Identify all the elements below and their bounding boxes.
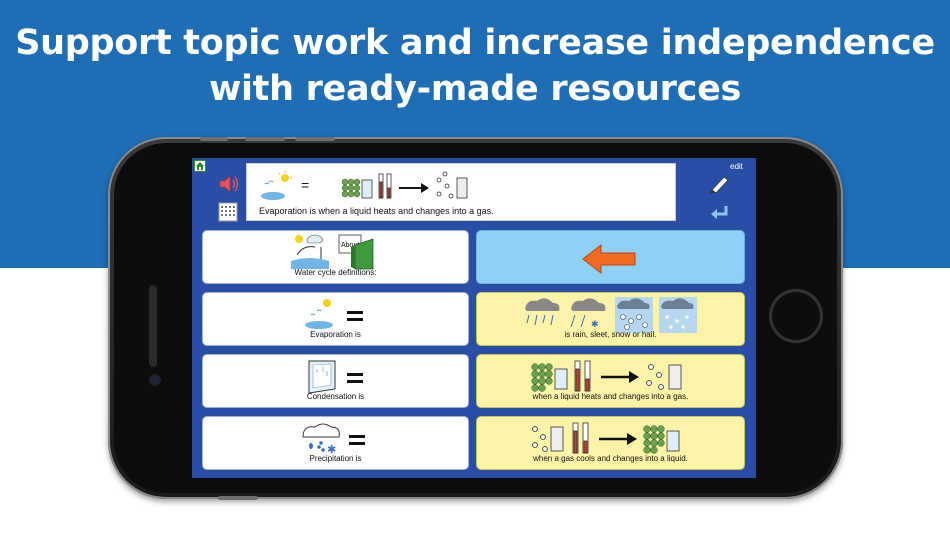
card-label: is rain, sleet, snow or hail. <box>564 330 657 339</box>
mute-switch <box>200 137 228 141</box>
keyboard-icon[interactable] <box>218 202 238 222</box>
message-symbols: = <box>261 171 468 200</box>
card-label: Water cycle definitions: <box>294 268 377 277</box>
card-water-cycle-definitions[interactable]: About Water cycle definitions: <box>202 230 469 284</box>
power-button <box>218 496 258 500</box>
about-label: About <box>341 242 359 249</box>
back-arrow-icon <box>582 243 636 275</box>
thermometer-symbol <box>378 173 392 199</box>
card-evaporation-is[interactable]: Evaporation is <box>202 292 469 346</box>
svg-text:=: = <box>301 177 309 193</box>
evaporation-icon <box>305 299 363 329</box>
card-label: when a liquid heats and changes into a g… <box>532 392 689 401</box>
headline: Support topic work and increase independ… <box>0 20 950 112</box>
card-liquid-heats-definition[interactable]: when a liquid heats and changes into a g… <box>476 354 745 408</box>
phone-camera <box>151 376 159 384</box>
water-cycle-book-icon: About <box>291 234 374 270</box>
speaker-icon[interactable] <box>218 174 240 194</box>
card-precipitation-definition[interactable]: ✱ is rain, sleet, snow or hail. <box>476 292 745 346</box>
condensation-window-icon <box>308 360 363 394</box>
volume-down-button <box>295 137 335 141</box>
card-back[interactable] <box>476 230 745 284</box>
phone-home-button[interactable] <box>772 292 820 340</box>
card-label: Evaporation is <box>310 330 361 339</box>
evaporation-symbol <box>261 171 292 200</box>
card-label: Precipitation is <box>309 454 362 463</box>
card-label: when a gas cools and changes into a liqu… <box>533 454 688 463</box>
enter-return-icon[interactable] <box>710 204 732 222</box>
headline-line-1: Support topic work and increase independ… <box>15 23 935 63</box>
volume-up-button <box>245 137 285 141</box>
card-label: Condensation is <box>306 392 365 401</box>
precipitation-cloud-icon: ✱ <box>302 423 365 456</box>
app-screen: = Evaporation is when a liquid heats and… <box>192 158 756 478</box>
svg-text:✱: ✱ <box>591 319 599 329</box>
home-icon[interactable] <box>194 160 206 172</box>
weather-clouds-icon: ✱ <box>525 297 697 333</box>
headline-line-2: with ready-made resources <box>208 69 742 109</box>
card-condensation-is[interactable]: Condensation is <box>202 354 469 408</box>
edit-button[interactable]: edit <box>730 162 743 171</box>
message-text: Evaporation is when a liquid heats and c… <box>259 206 494 216</box>
gas-particles-symbol <box>436 171 454 199</box>
message-bar[interactable]: = Evaporation is when a liquid heats and… <box>246 163 676 221</box>
liquid-to-gas-icon <box>531 360 682 392</box>
liquid-bubbles-symbol <box>341 178 361 198</box>
gas-to-liquid-icon <box>532 422 680 454</box>
card-precipitation-is[interactable]: ✱ Precipitation is <box>202 416 469 470</box>
svg-text:✱: ✱ <box>327 444 336 456</box>
edit-pencil-icon[interactable] <box>708 174 732 194</box>
phone-speaker <box>149 285 157 367</box>
card-gas-cools-definition[interactable]: when a gas cools and changes into a liqu… <box>476 416 745 470</box>
